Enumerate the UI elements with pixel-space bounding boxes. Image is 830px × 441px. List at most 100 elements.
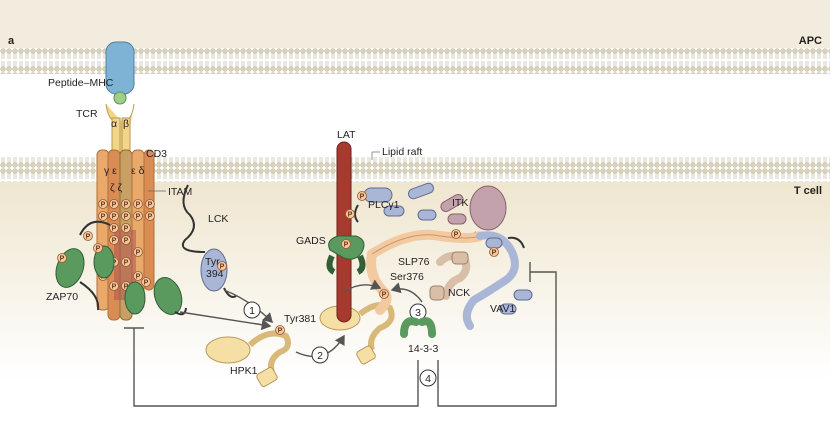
cd3-phospho-2: P bbox=[109, 199, 119, 209]
cd3-phospho-10: P bbox=[145, 211, 155, 221]
gads-phospho: P bbox=[341, 239, 351, 249]
itam-label: ITAM bbox=[168, 186, 192, 198]
zap70-phospho-1-label: P bbox=[60, 256, 65, 263]
hpk1-phospho-label: P bbox=[278, 328, 283, 335]
cd3-phospho-13-label: P bbox=[112, 238, 117, 245]
tcell-label: T cell bbox=[794, 185, 822, 197]
synaptic-cleft bbox=[0, 74, 830, 156]
gamma-epsilon-label: γ ε bbox=[104, 165, 117, 177]
cd3-phospho-4-label: P bbox=[136, 202, 141, 209]
nck-label: NCK bbox=[448, 287, 470, 299]
hpk1 bbox=[205, 330, 291, 387]
lck-phospho: P bbox=[217, 261, 227, 271]
cd3-phospho-12-label: P bbox=[124, 226, 129, 233]
zap70-phospho-3: P bbox=[93, 243, 103, 253]
14-3-3-label: 14-3-3 bbox=[408, 343, 439, 355]
cd3-phospho-3-label: P bbox=[124, 202, 129, 209]
step-3-label: 3 bbox=[415, 307, 421, 319]
zeta-label: ζ ζ bbox=[110, 182, 123, 194]
cd3-phospho-9-label: P bbox=[136, 214, 141, 221]
zap70-phospho-3-label: P bbox=[96, 246, 101, 253]
hpk1-label: HPK1 bbox=[230, 365, 258, 377]
arrow-hpk1-to-slp76 bbox=[343, 279, 382, 293]
slp76-phospho-2-label: P bbox=[492, 250, 497, 257]
cd3-phospho-11: P bbox=[109, 223, 119, 233]
lat-label: LAT bbox=[337, 129, 356, 141]
plcg1-label: PLCγ1 bbox=[368, 199, 400, 211]
slp76-label: SLP76 bbox=[398, 256, 430, 268]
step-2-label: 2 bbox=[317, 350, 323, 362]
lat-phospho-1: P bbox=[345, 209, 355, 219]
zap70-phospho-2: P bbox=[83, 231, 93, 241]
apc-region bbox=[0, 0, 830, 48]
slp76-phospho-1: P bbox=[451, 229, 461, 239]
cd3-phospho-16-label: P bbox=[124, 260, 129, 267]
ser376-phospho: P bbox=[379, 289, 389, 299]
cd3-phospho-1-label: P bbox=[101, 202, 106, 209]
hpk1-phospho: P bbox=[275, 325, 285, 335]
protein-14-3-3 bbox=[400, 317, 436, 338]
lipid-raft-label: Lipid raft bbox=[382, 146, 422, 158]
cd3-phospho-14: P bbox=[121, 235, 131, 245]
step-4-label: 4 bbox=[425, 373, 431, 385]
plcg1 bbox=[354, 182, 437, 223]
cd3-phospho-21: P bbox=[133, 247, 143, 257]
cd3-phospho-22: P bbox=[133, 271, 143, 281]
cd3-phospho-5: P bbox=[145, 199, 155, 209]
cd3-phospho-3: P bbox=[121, 199, 131, 209]
cd3-phospho-7-label: P bbox=[112, 214, 117, 221]
apc-membrane bbox=[0, 48, 830, 74]
peptide-mhc bbox=[105, 41, 135, 105]
zap70-phospho-1: P bbox=[57, 253, 67, 263]
cd3-phospho-9: P bbox=[133, 211, 143, 221]
beta-label: β bbox=[123, 118, 129, 130]
cd3-phospho-17-label: P bbox=[112, 284, 117, 291]
lat bbox=[336, 141, 352, 323]
ser376-label: Ser376 bbox=[390, 271, 424, 283]
cd3-phospho-7: P bbox=[109, 211, 119, 221]
slp76-phospho-1-label: P bbox=[454, 232, 459, 239]
itk-label: ITK bbox=[452, 197, 468, 209]
cd3-phospho-5-label: P bbox=[148, 202, 153, 209]
cd3-phospho-21-label: P bbox=[136, 250, 141, 257]
arrow-zap70-to-hpk1 bbox=[179, 311, 272, 331]
tcr-label: TCR bbox=[76, 108, 98, 120]
cd3-phospho-16: P bbox=[121, 257, 131, 267]
epsilon-delta-label: ε δ bbox=[131, 165, 145, 177]
gads-phospho-label: P bbox=[344, 242, 349, 249]
cd3-phospho-10-label: P bbox=[148, 214, 153, 221]
cd3-phospho-6: P bbox=[98, 211, 108, 221]
zap70-phospho-4-label: P bbox=[144, 280, 149, 287]
cd3-phospho-13: P bbox=[109, 235, 119, 245]
alpha-label: α bbox=[111, 118, 117, 130]
lat-phospho-2-label: P bbox=[360, 194, 365, 201]
cd3-phospho-17: P bbox=[109, 281, 119, 291]
inhibition-feedback-lines bbox=[124, 262, 557, 407]
zap70 bbox=[55, 220, 187, 316]
nck bbox=[429, 251, 471, 301]
apc-label: APC bbox=[799, 35, 822, 47]
slp76-phospho-2: P bbox=[489, 247, 499, 257]
cd3-phospho-1: P bbox=[98, 199, 108, 209]
step-4-marker: 4 bbox=[419, 369, 437, 387]
cd3-phospho-22-label: P bbox=[136, 274, 141, 281]
lat-phospho-1-label: P bbox=[348, 212, 353, 219]
step-1-label: 1 bbox=[249, 305, 255, 317]
cd3-phospho-18-label: P bbox=[124, 284, 129, 291]
tyr394-label-2: 394 bbox=[206, 268, 224, 280]
arrow-step-3 bbox=[390, 282, 423, 303]
step-1-marker: 1 bbox=[243, 301, 261, 319]
cd3-phospho-8: P bbox=[121, 211, 131, 221]
cd3-phospho-14-label: P bbox=[124, 238, 129, 245]
cd3-phospho-2-label: P bbox=[112, 202, 117, 209]
step-2-marker: 2 bbox=[311, 346, 329, 364]
ser376-phospho-label: P bbox=[382, 292, 387, 299]
vav1-label: VAV1 bbox=[490, 303, 515, 315]
gads-label: GADS bbox=[296, 235, 326, 247]
cd3-phospho-11-label: P bbox=[112, 226, 117, 233]
zap70-phospho-4: P bbox=[141, 277, 151, 287]
cd3-phospho-12: P bbox=[121, 223, 131, 233]
step-markers: 1 2 3 4 bbox=[243, 301, 437, 387]
